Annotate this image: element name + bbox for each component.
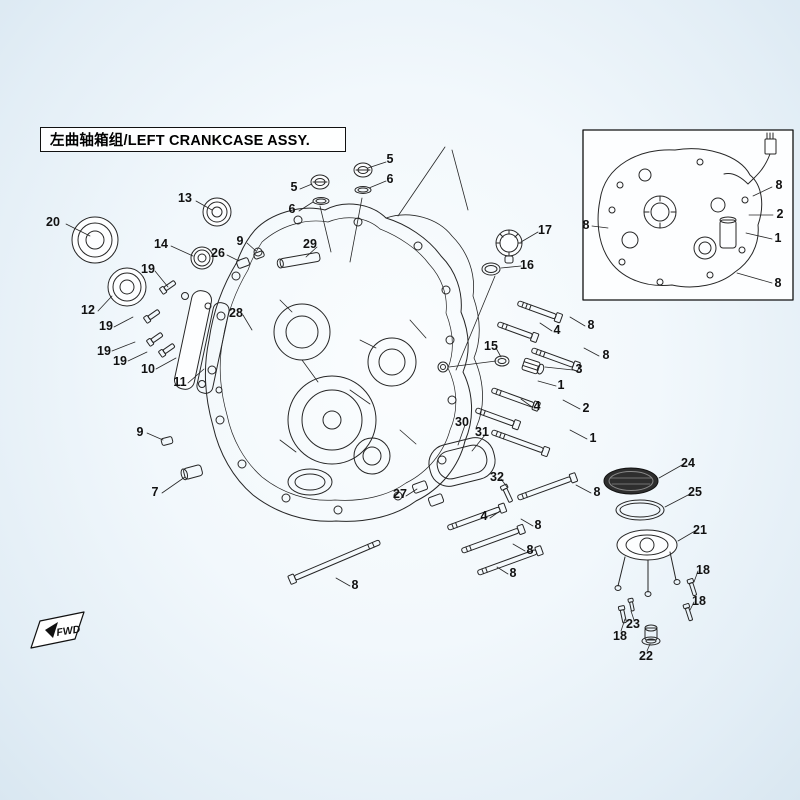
construction-lines — [319, 146, 497, 371]
filler-cap-17 — [495, 229, 523, 264]
bolts-bottom — [287, 472, 579, 585]
plugs-5-6 — [310, 162, 373, 205]
washer-15 — [494, 355, 510, 367]
plates-10-11 — [173, 290, 230, 394]
dowels-top — [236, 250, 321, 269]
fwd-marker: FWD — [30, 611, 85, 649]
bearing-20 — [71, 216, 119, 264]
bolts-right — [475, 300, 581, 457]
fwd-label: FWD — [56, 623, 82, 639]
o-ring-16 — [481, 262, 501, 276]
title-box: 左曲轴箱组/LEFT CRANKCASE ASSY. — [40, 127, 346, 152]
crankcase-body — [205, 203, 483, 522]
fwd-flag-shape — [30, 611, 85, 649]
fwd-arrow-icon — [45, 622, 58, 638]
hex-plug-3 — [521, 357, 545, 375]
inset-leader-lines — [591, 186, 774, 284]
inset-assembled-view — [582, 129, 794, 301]
page-title: 左曲轴箱组/LEFT CRANKCASE ASSY. — [50, 133, 311, 149]
leader-lines — [65, 161, 699, 652]
bolts-19 — [143, 280, 177, 358]
bearing-12 — [107, 267, 147, 307]
bolt-holes — [207, 215, 457, 515]
cover-30-31 — [428, 437, 513, 503]
bearing-14 — [190, 246, 214, 270]
strainer-assembly — [603, 467, 697, 646]
dowels-bottom — [160, 436, 445, 507]
bearing-13 — [202, 197, 232, 227]
